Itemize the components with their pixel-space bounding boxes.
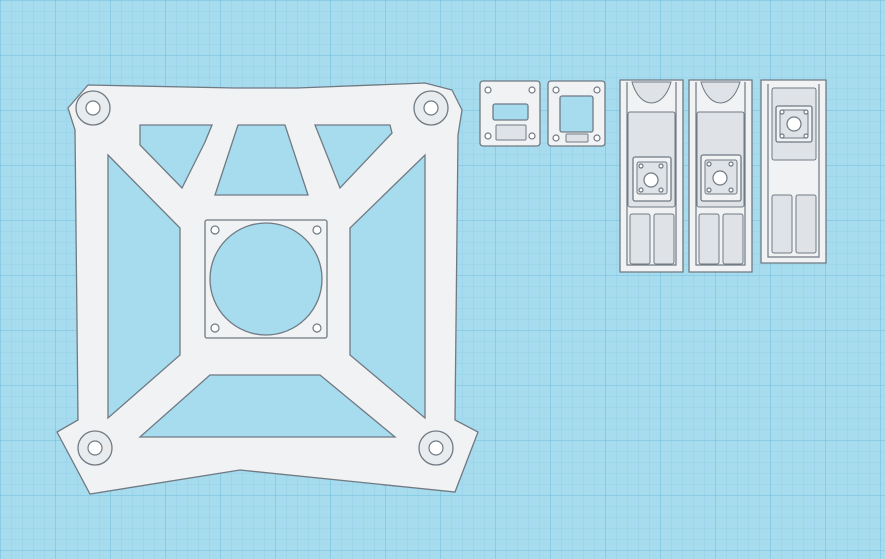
tray-1[interactable]: [619, 79, 684, 273]
cutout-top-left: [139, 124, 213, 190]
small-adapter-1[interactable]: [479, 80, 541, 147]
fan-screw-hole: [312, 225, 322, 235]
fan-screw-hole: [312, 323, 322, 333]
corner-hole-bottom-right: [428, 440, 444, 456]
cutout-top-right: [314, 124, 393, 190]
fan-screw-hole: [210, 225, 220, 235]
frame-plate[interactable]: [56, 82, 479, 495]
cutout-left: [107, 153, 181, 420]
cutout-right: [349, 153, 426, 420]
tray-2[interactable]: [688, 79, 753, 273]
corner-hole-top-left: [85, 100, 101, 116]
cutout-top-center: [214, 124, 309, 196]
small-adapter-2[interactable]: [547, 80, 606, 147]
tray-3[interactable]: [760, 79, 827, 264]
fan-opening: [209, 222, 323, 336]
cutout-bottom: [138, 374, 397, 438]
corner-hole-top-right: [423, 100, 439, 116]
fan-screw-hole: [210, 323, 220, 333]
corner-hole-bottom-left: [87, 440, 103, 456]
